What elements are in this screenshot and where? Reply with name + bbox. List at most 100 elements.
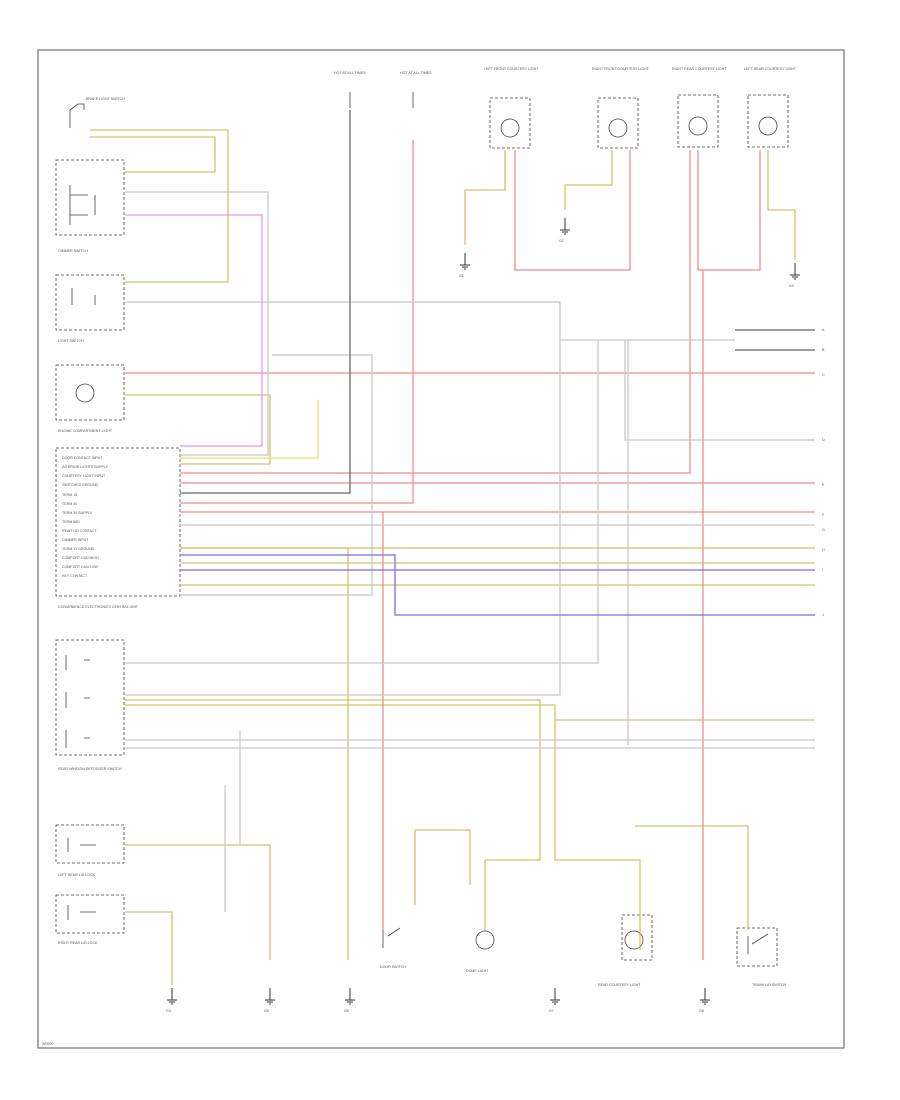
wire-gray bbox=[624, 340, 815, 441]
unit-pin-label: DIMMER INPUT bbox=[62, 538, 89, 542]
left-front-label: LEFT FRONT COURTESY LIGHT bbox=[484, 67, 539, 71]
wire-red bbox=[180, 150, 691, 474]
wire-tan bbox=[90, 136, 216, 173]
ground-label: G3 bbox=[789, 284, 794, 288]
rear-window-switch-label: REAR WINDOW DEFOGGER SWITCH bbox=[58, 767, 122, 771]
unit-pin-label: TERM 31 GROUND bbox=[62, 547, 95, 551]
left-rear-label: LEFT REAR COURTESY LIGHT bbox=[744, 67, 797, 71]
wire-violet bbox=[180, 554, 815, 616]
ground-label: G6 bbox=[344, 1009, 349, 1013]
door-switch-label: DOOR SWITCH bbox=[380, 965, 406, 969]
bulb-icon bbox=[688, 116, 708, 136]
bulb-icon bbox=[475, 930, 495, 950]
unit-pin-label: TERM 15 bbox=[62, 493, 77, 497]
wire-gray bbox=[125, 340, 599, 664]
left-rear-courtesy-light: LEFT REAR COURTESY LIGHT bbox=[744, 67, 797, 148]
wire-tan bbox=[90, 129, 229, 283]
fuse-symbols bbox=[349, 92, 414, 108]
ground-symbol: G6 bbox=[344, 988, 355, 1013]
unit-pin-label: KEY CONTACT bbox=[62, 574, 88, 578]
ground-label: G7 bbox=[549, 1009, 554, 1013]
wire-tan bbox=[767, 150, 796, 260]
central-unit-label: CONVENIENCE ELECTRONICS CENTRAL UNIT bbox=[58, 605, 139, 609]
ground-symbol: G5 bbox=[264, 988, 275, 1013]
ground-symbol: G7 bbox=[549, 988, 560, 1013]
wire-tan bbox=[125, 394, 271, 465]
dimmer-switch-contacts bbox=[69, 185, 96, 225]
ground-symbol: G2 bbox=[559, 218, 570, 243]
right-front-label: RIGHT FRONT COURTESY LIGHT bbox=[592, 67, 650, 71]
ground-label: G4 bbox=[166, 1009, 171, 1013]
ground-symbol: G8 bbox=[699, 988, 710, 1013]
ground-symbol: G1 bbox=[459, 253, 470, 278]
trunk-lid-switch: TRUNK LID SWITCH bbox=[736, 927, 787, 987]
wire-gray bbox=[125, 301, 561, 696]
engine-light-box bbox=[55, 364, 125, 421]
rear-dome-label: REAR COURTESY LIGHT bbox=[598, 983, 641, 987]
wire-dark bbox=[180, 110, 351, 494]
rear-window-switch-contacts bbox=[65, 655, 90, 748]
engine-light-bulb-icon bbox=[75, 383, 95, 403]
light-switch-contacts bbox=[71, 288, 96, 305]
ground-label: G8 bbox=[699, 1009, 704, 1013]
left-latch-box bbox=[55, 824, 125, 864]
wire-gray bbox=[180, 354, 373, 596]
right-latch-contacts bbox=[67, 905, 96, 920]
wire-red bbox=[180, 140, 414, 504]
wire-gray bbox=[125, 191, 269, 456]
wires bbox=[90, 110, 815, 985]
diagram-frame bbox=[37, 49, 845, 1049]
right-latch-box bbox=[55, 894, 125, 934]
ground-label: G1 bbox=[459, 274, 464, 278]
rear-window-switch-box bbox=[55, 639, 125, 756]
bulb-icon bbox=[624, 930, 644, 950]
brake-light-switch: BRAKE LIGHT SWITCH bbox=[69, 97, 125, 128]
left-latch-contacts bbox=[67, 838, 96, 852]
unit-pin-label: TERM 58D bbox=[62, 520, 80, 524]
connector-id: A bbox=[822, 328, 825, 332]
connector-id: C bbox=[822, 373, 825, 377]
wire-tan bbox=[564, 150, 613, 210]
ground-label: G5 bbox=[264, 1009, 269, 1013]
unit-pin-label: COMFORT CAN LOW bbox=[62, 565, 98, 569]
ground-symbol: G4 bbox=[166, 988, 177, 1013]
wire-tan bbox=[125, 704, 641, 950]
wire-tan bbox=[464, 150, 506, 245]
connector-id: G bbox=[822, 528, 825, 532]
wire-tan bbox=[125, 699, 541, 930]
connector-id: F bbox=[822, 513, 825, 517]
dome-label: DOME LIGHT bbox=[466, 969, 489, 973]
engine-light-label: ENGINE COMPARTMENT LIGHT bbox=[58, 429, 113, 433]
unit-pin-label: DOOR CONTACT INPUT bbox=[62, 456, 103, 460]
figure-id: W0000 bbox=[42, 1042, 53, 1046]
connector-id: E bbox=[822, 483, 825, 487]
bulb-icon bbox=[608, 118, 628, 138]
unit-pin-label: COMFORT CAN HIGH bbox=[62, 556, 99, 560]
wire-tan bbox=[635, 825, 749, 930]
trunk-switch-label: TRUNK LID SWITCH bbox=[752, 983, 787, 987]
central-unit-pin-labels: DOOR CONTACT INPUT INTERIOR LIGHTS SUPPL… bbox=[62, 456, 109, 578]
hot-fuse-1-label: HOT AT ALL TIMES bbox=[334, 71, 366, 75]
wire-tan bbox=[125, 844, 271, 960]
bulb-icon bbox=[758, 116, 778, 136]
dimmer-switch-box bbox=[55, 159, 125, 236]
connector-id: H bbox=[822, 548, 825, 552]
wire-yellow bbox=[180, 400, 319, 459]
unit-pin-label: INTERIOR LIGHTS SUPPLY bbox=[62, 465, 109, 469]
brake-switch-label: BRAKE LIGHT SWITCH bbox=[86, 97, 125, 101]
left-latch-label: LEFT REAR LID LOCK bbox=[58, 873, 96, 877]
hot-fuse-2-label: HOT AT ALL TIMES bbox=[400, 71, 432, 75]
bulb-icon bbox=[500, 118, 520, 138]
unit-pin-label: REAR LID CONTACT bbox=[62, 529, 97, 533]
connector-id: D bbox=[822, 438, 825, 442]
connector-id: J bbox=[822, 613, 824, 617]
unit-pin-label: COURTESY LIGHT INPUT bbox=[62, 474, 106, 478]
door-switch: DOOR SWITCH bbox=[380, 927, 406, 969]
rear-dome-light: REAR COURTESY LIGHT bbox=[598, 914, 653, 987]
wire-red bbox=[514, 150, 631, 271]
dome-light: DOME LIGHT bbox=[466, 930, 495, 973]
unit-pin-label: TERM 30 bbox=[62, 502, 77, 506]
connector-id: B bbox=[822, 348, 825, 352]
